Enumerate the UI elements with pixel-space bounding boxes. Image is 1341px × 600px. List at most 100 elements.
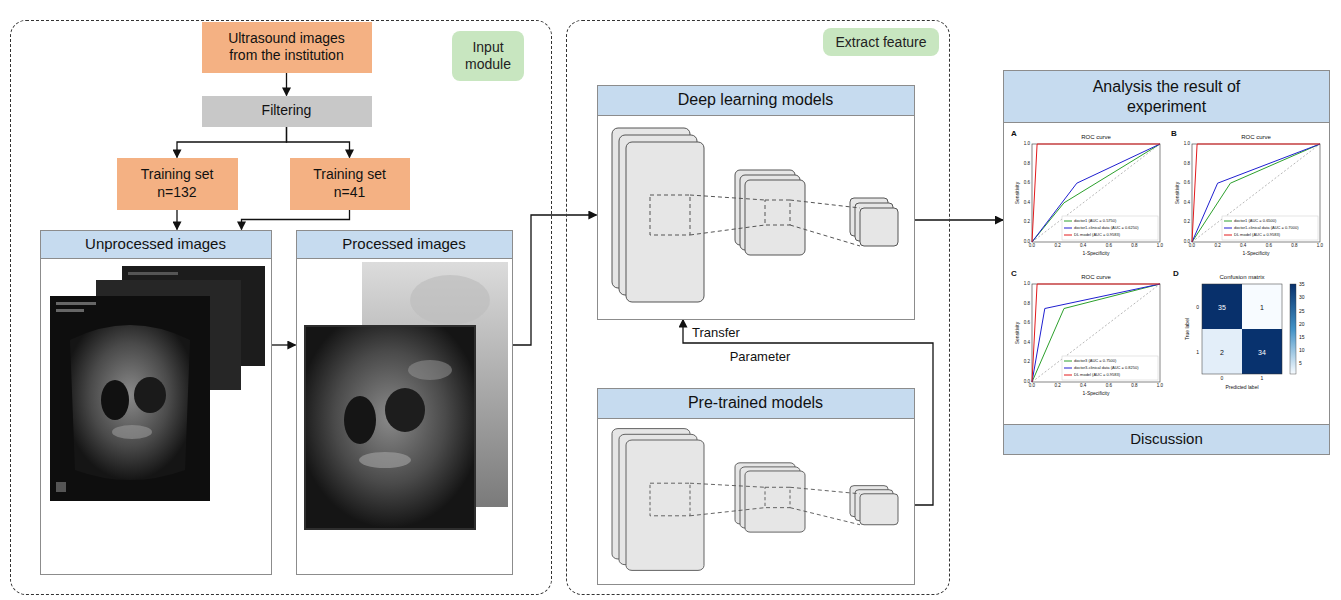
legend-label: doctor3 (AUC = 0.7500): [1074, 359, 1116, 363]
chart-label: 0.4: [1184, 201, 1190, 206]
module-label: Extract feature: [823, 28, 939, 56]
chart-label: 25: [1299, 308, 1305, 313]
legend-label: DL model (AUC = 0.9583): [1074, 373, 1120, 377]
network-layers: [612, 429, 898, 571]
chart-label: 0.0: [1029, 244, 1035, 249]
chart-label: 0.8: [1024, 301, 1030, 306]
chart-label: 1.0: [1024, 142, 1030, 147]
process-box: Ultrasound images from the institution: [202, 22, 372, 73]
module-label: Input module: [452, 31, 524, 81]
chart-label: 34: [1258, 348, 1266, 355]
chart-label: True label: [1185, 318, 1190, 340]
chart-label: 0: [1221, 376, 1224, 381]
chart-label: 35: [1218, 303, 1226, 310]
chart-label: Confusion matrix: [1219, 274, 1264, 280]
chart-label: 0.8: [1291, 244, 1297, 249]
box-label: Training set n=132: [139, 166, 216, 201]
network-layers: [612, 128, 898, 302]
ultrasound-processed: [304, 262, 508, 530]
legend-label: DL model (AUC = 0.9583): [1234, 233, 1280, 237]
chart-label: ROC curve: [1081, 274, 1111, 280]
chart-label: 2: [1220, 348, 1224, 355]
chart-label: 0.0: [1029, 384, 1035, 389]
chart-label: 0.2: [1214, 244, 1220, 249]
connector-arrow: [272, 344, 296, 345]
chart-label: 0.2: [1054, 244, 1060, 249]
box-label: Ultrasound images from the institution: [216, 30, 358, 65]
process-box: Filtering: [202, 96, 372, 127]
panel-header: Deep learning models: [598, 86, 914, 116]
legend-label: doctor1-clinical data (AUC = 0.7000): [1234, 226, 1299, 230]
chart-label: 0.6: [1106, 384, 1112, 389]
box-label: Filtering: [262, 102, 312, 120]
panel-header: Unprocessed images: [41, 231, 271, 259]
legend-label: doctor1-clinical data (AUC = 0.6250): [1074, 226, 1139, 230]
chart-label: 20: [1299, 321, 1305, 326]
chart-label: 0.6: [1106, 244, 1112, 249]
chart-label: 5: [1299, 361, 1302, 366]
chart-label: 10: [1299, 348, 1305, 353]
legend-label: doctor3-clinical data (AUC = 0.8250): [1074, 366, 1139, 370]
connector-arrow: [177, 127, 287, 158]
chart-label: 1-Specificity: [1083, 251, 1110, 256]
roc-chart: [1032, 144, 1160, 242]
chart-label: 1.0: [1157, 244, 1163, 249]
roc-chart: [1032, 284, 1160, 382]
chart-label: 0.2: [1184, 220, 1190, 225]
chart-label: 1.0: [1024, 282, 1030, 287]
chart-label: ROC curve: [1241, 134, 1271, 140]
ultrasound-raw: [50, 266, 265, 501]
connector-arrow: [915, 219, 1004, 220]
chart-label: 0.6: [1266, 244, 1272, 249]
chart-label: 0.4: [1024, 341, 1030, 346]
chart-label: 0.2: [1054, 384, 1060, 389]
chart-label: 1: [1260, 303, 1264, 310]
chart-label: 1-Specificity: [1243, 251, 1270, 256]
chart-label: 0.0: [1189, 244, 1195, 249]
panel-header: Pre-trained models: [598, 389, 914, 419]
process-box: Training set n=41: [290, 158, 410, 210]
connector-label: Transfer: [692, 326, 740, 339]
chart-label: 0.4: [1080, 384, 1086, 389]
chart-label: 30: [1299, 295, 1305, 300]
chart-label: 0.2: [1024, 360, 1030, 365]
chart-label: C: [1011, 270, 1017, 278]
box-label: Training set n=41: [312, 166, 388, 201]
model-panel: Pre-trained models: [597, 388, 915, 585]
chart-label: 1: [1196, 349, 1199, 354]
chart-label: 0: [1196, 304, 1199, 309]
roc-chart: [1192, 144, 1320, 242]
chart-label: 0.4: [1240, 244, 1246, 249]
module-panel: Extract featureDeep learning modelsPre-t…: [566, 20, 950, 595]
chart-label: A: [1011, 130, 1017, 138]
discussion-band: Discussion: [1004, 424, 1329, 454]
chart-label: 15: [1299, 334, 1305, 339]
legend-label: DL model (AUC = 0.9583): [1074, 233, 1120, 237]
chart-label: 0.8: [1131, 384, 1137, 389]
panel-header: Analysis the result of experiment: [1004, 71, 1329, 123]
connector-arrow: [287, 127, 350, 158]
legend-label: doctor1 (AUC = 0.5750): [1074, 219, 1116, 223]
chart-label: ROC curve: [1081, 134, 1111, 140]
chart-label: D: [1173, 270, 1179, 278]
chart-label: Predicted label: [1225, 385, 1258, 390]
chart-label: 0.6: [1184, 181, 1190, 186]
confusion-matrix: [1202, 284, 1296, 374]
image-panel: Processed images: [296, 230, 513, 575]
chart-label: 1.0: [1317, 244, 1323, 249]
chart-label: 0.6: [1024, 321, 1030, 326]
band-label: Discussion: [1130, 430, 1203, 449]
chart-label: 0.6: [1024, 181, 1030, 186]
chart-label: B: [1171, 130, 1177, 138]
chart-label: 0.4: [1024, 201, 1030, 206]
legend-label: doctor1 (AUC = 0.6500): [1234, 219, 1276, 223]
chart-label: 0.8: [1184, 161, 1190, 166]
chart-label: 0.2: [1024, 220, 1030, 225]
image-panel: Unprocessed images: [40, 230, 272, 575]
connector-arrow: [513, 215, 597, 345]
model-panel: Deep learning models: [597, 85, 915, 320]
process-box: Training set n=132: [117, 158, 238, 210]
connector-arrow: [176, 210, 177, 230]
